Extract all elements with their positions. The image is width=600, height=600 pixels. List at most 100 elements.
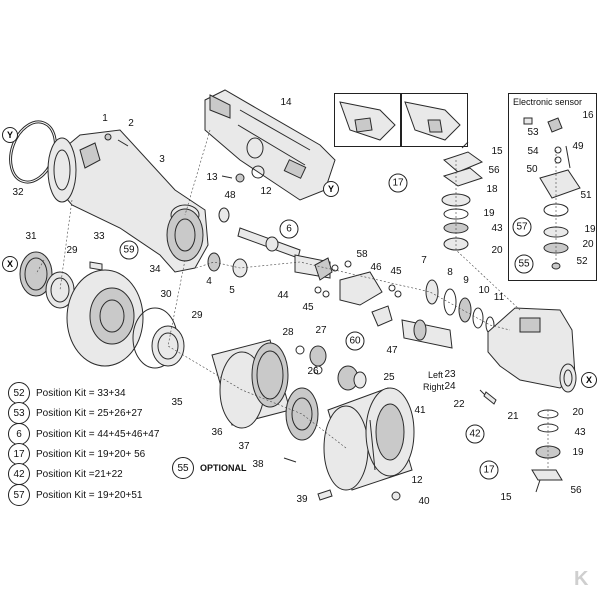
part-label: 20 (582, 239, 594, 250)
kit-callout-60: 60 (345, 331, 365, 351)
section-mark-y-right: Y (323, 181, 339, 197)
side-label-left: Left (428, 370, 444, 380)
part-label: 1 (102, 113, 108, 124)
part-label: 9 (463, 275, 469, 286)
legend-number: 6 (8, 423, 30, 445)
brand-logo: K (574, 568, 589, 590)
part-label: 53 (527, 127, 539, 138)
part-label: 8 (447, 267, 453, 278)
side-label-right: Right (423, 382, 445, 392)
part-label: 58 (356, 249, 368, 260)
part-label: 18 (486, 184, 498, 195)
part-label: 13 (206, 172, 218, 183)
optional-label: OPTIONAL (200, 463, 247, 473)
part-label: 5 (229, 285, 235, 296)
part-label: 48 (224, 190, 236, 201)
part-label: 37 (238, 441, 250, 452)
part-label: 16 (582, 110, 594, 121)
inset-view-2 (400, 93, 468, 147)
legend-text: Position Kit = 33+34 (36, 387, 126, 399)
kit-callout-17: 17 (388, 173, 408, 193)
optional-number: 55 (172, 457, 194, 479)
part-label: 21 (507, 411, 519, 422)
legend-row: 52 Position Kit = 33+34 (8, 382, 126, 404)
part-label: 15 (491, 146, 503, 157)
part-label: 15 (500, 492, 512, 503)
legend-text: Position Kit =21+22 (36, 468, 123, 480)
part-label: 45 (302, 302, 314, 313)
part-label: 49 (572, 141, 584, 152)
part-label: 14 (280, 97, 292, 108)
part-label: 35 (171, 397, 183, 408)
part-label: 46 (370, 262, 382, 273)
steering-knuckle (487, 307, 577, 393)
part-label: 44 (277, 290, 289, 301)
part-label: 26 (307, 366, 319, 377)
cardan-joint (294, 254, 383, 306)
part-label: 31 (25, 231, 37, 242)
part-label: 32 (12, 187, 24, 198)
center-housing-14 (204, 89, 336, 201)
part-label: 7 (421, 255, 427, 266)
part-label: 28 (282, 327, 294, 338)
legend-row: 57 Position Kit = 19+20+51 (8, 484, 142, 506)
upper-kingpin-stack (441, 141, 484, 251)
part-label: 56 (570, 485, 582, 496)
ring-gear-36 (211, 339, 291, 429)
part-label: 20 (572, 407, 584, 418)
legend-row: 6 Position Kit = 44+45+46+47 (8, 423, 159, 445)
hub-34 (66, 269, 144, 367)
planet-housing-41 (323, 387, 415, 491)
kit-callout-55: 55 (514, 254, 534, 274)
part-label: 2 (128, 118, 134, 129)
kit-callout-6: 6 (279, 219, 299, 239)
axle-housing-3 (47, 129, 209, 273)
legend-text: Position Kit = 25+26+27 (36, 407, 143, 419)
inset-view-1 (334, 93, 402, 147)
part-label: 34 (149, 264, 161, 275)
part-label: 27 (315, 325, 327, 336)
part-label: 52 (576, 256, 588, 267)
part-label: 41 (414, 405, 426, 416)
part-label: 10 (478, 285, 490, 296)
part-label: 4 (206, 276, 212, 287)
part-label: 12 (260, 186, 272, 197)
legend-number: 17 (8, 443, 30, 465)
legend-row: 17 Position Kit = 19+20+ 56 (8, 443, 145, 465)
kit-callout-59: 59 (119, 240, 139, 260)
legend-row: 42 Position Kit =21+22 (8, 463, 123, 485)
part-label: 29 (191, 310, 203, 321)
part-label: 23 (444, 369, 456, 380)
legend-number: 53 (8, 402, 30, 424)
section-mark-x-right: X (581, 372, 597, 388)
part-label: 45 (390, 266, 402, 277)
lower-kingpin-stack (531, 409, 563, 493)
part-label: 19 (572, 447, 584, 458)
part-label: 25 (383, 372, 395, 383)
part-label: 3 (159, 154, 165, 165)
legend-text: Position Kit = 44+45+46+47 (36, 428, 160, 440)
legend-number: 52 (8, 382, 30, 404)
optional-note: 55 OPTIONAL (172, 457, 247, 479)
part-label: 39 (296, 494, 308, 505)
part-label: 12 (411, 475, 423, 486)
part-label: 11 (493, 292, 505, 303)
part-label: 24 (444, 381, 456, 392)
kit-callout-42: 42 (465, 424, 485, 444)
part-label: 19 (584, 224, 596, 235)
part-label: 50 (526, 164, 538, 175)
part-label: 43 (491, 223, 503, 234)
part-label: 51 (580, 190, 592, 201)
part-label: 38 (252, 459, 264, 470)
kit-callout-57: 57 (512, 217, 532, 237)
part-label: 54 (527, 146, 539, 157)
part-label: 47 (386, 345, 398, 356)
section-mark-x-left: X (2, 256, 18, 272)
electronic-sensor-box: Electronic sensor (508, 93, 597, 281)
part-label: 40 (418, 496, 430, 507)
legend-row: 53 Position Kit = 25+26+27 (8, 402, 142, 424)
part-label: 30 (160, 289, 172, 300)
legend-number: 57 (8, 484, 30, 506)
